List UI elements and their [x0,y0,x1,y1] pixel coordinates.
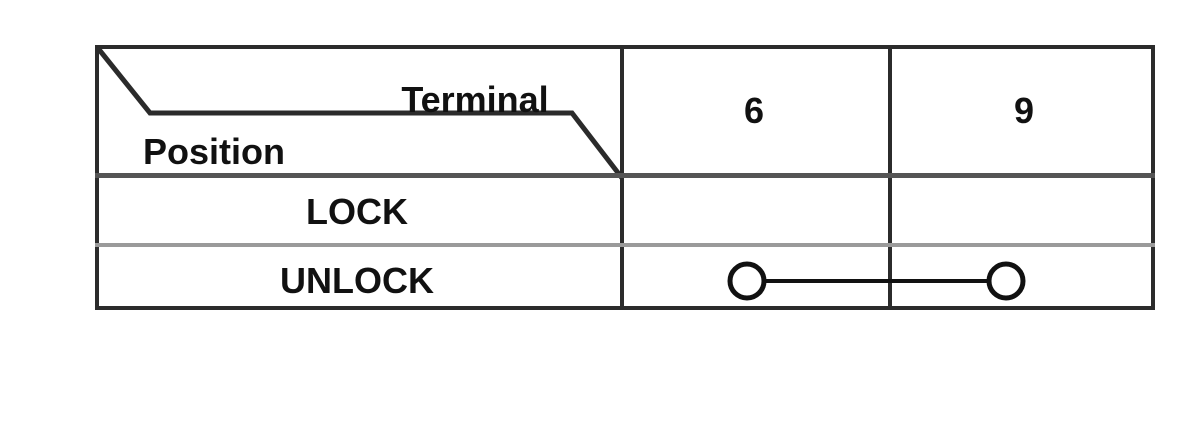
continuity-node-left [727,261,767,301]
row-label-lock: LOCK [306,191,408,232]
header-label-terminal: Terminal [401,79,549,120]
row-divider-header [95,173,1155,178]
continuity-node-right [986,261,1026,301]
terminal-column-header-9: 9 [1013,90,1035,131]
terminal-continuity-table: Terminal Position 6 9 LOCK UNLOCK [95,45,1155,310]
row-divider-lock-unlock [95,243,1155,247]
continuity-symbol-unlock [727,261,1026,301]
header-label-position: Position [143,131,285,172]
diagonal-header-divider [95,45,624,180]
row-label-unlock: UNLOCK [280,260,434,301]
terminal-column-header-6: 6 [743,90,765,131]
